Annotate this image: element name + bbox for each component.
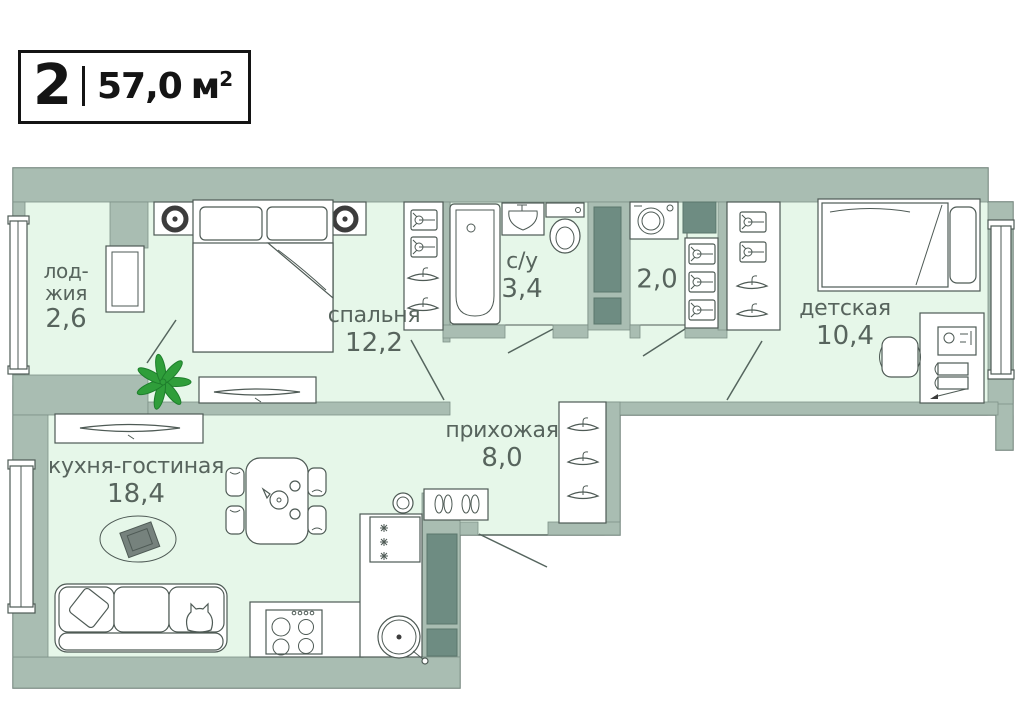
hall-wardrobe-icon bbox=[558, 401, 607, 524]
kitchen-living-label: кухня-гостиная 18,4 bbox=[47, 454, 225, 509]
duct-shafts bbox=[426, 201, 717, 657]
area-value: 57,0 bbox=[96, 65, 183, 107]
desk-chair-icon bbox=[879, 336, 921, 378]
toilet-icon bbox=[545, 202, 585, 254]
hallway-label: прихожая 8,0 bbox=[445, 418, 559, 473]
bathroom-label: с/у 3,4 bbox=[501, 249, 543, 304]
bathtub-icon bbox=[449, 203, 501, 325]
kitchen-window-icon bbox=[7, 459, 36, 614]
single-bed-icon bbox=[817, 198, 981, 292]
rug-icon bbox=[99, 515, 177, 563]
plant-icon bbox=[136, 353, 192, 410]
fridge-icon bbox=[369, 516, 421, 563]
bedroom-shelf-column-icon bbox=[403, 201, 444, 331]
nightstand-lamp-left-icon bbox=[153, 201, 197, 236]
bedroom-label: спальня 12,2 bbox=[327, 303, 421, 358]
kids-wardrobe-column-icon bbox=[726, 201, 781, 331]
kids-window-icon bbox=[987, 219, 1015, 380]
double-bed-icon bbox=[192, 199, 334, 353]
laundry-shelf-column-icon bbox=[684, 237, 719, 329]
laundry-label: 2,0 bbox=[636, 264, 678, 295]
loggia-window-icon bbox=[7, 215, 30, 375]
badge-divider bbox=[81, 66, 85, 106]
sink-icon bbox=[501, 202, 545, 236]
desk-icon bbox=[919, 312, 985, 404]
pot-icon bbox=[392, 492, 414, 514]
cat-icon bbox=[185, 602, 214, 633]
round-sink-icon bbox=[377, 615, 429, 665]
kids-room-label: детская 10,4 bbox=[799, 296, 891, 351]
door-swings bbox=[146, 319, 763, 568]
sofa-pillow-icon bbox=[68, 587, 110, 629]
loggia-label: лод- жия 2,6 bbox=[43, 259, 89, 334]
loggia-inner-window-icon bbox=[105, 245, 145, 313]
washing-machine-icon bbox=[629, 201, 679, 240]
windows bbox=[7, 215, 1015, 614]
shoe-cabinet-icon bbox=[423, 488, 489, 521]
bedroom-tv-console-icon bbox=[198, 376, 317, 404]
rooms-count: 2 bbox=[33, 53, 72, 118]
sofa-icon bbox=[54, 583, 228, 653]
dining-table-icon bbox=[225, 457, 327, 545]
area-exponent: 2 bbox=[219, 66, 233, 91]
magazine-table-icon bbox=[119, 521, 161, 559]
area-unit: м bbox=[190, 65, 220, 107]
stove-icon bbox=[265, 609, 323, 656]
living-tv-console-icon bbox=[54, 413, 204, 444]
